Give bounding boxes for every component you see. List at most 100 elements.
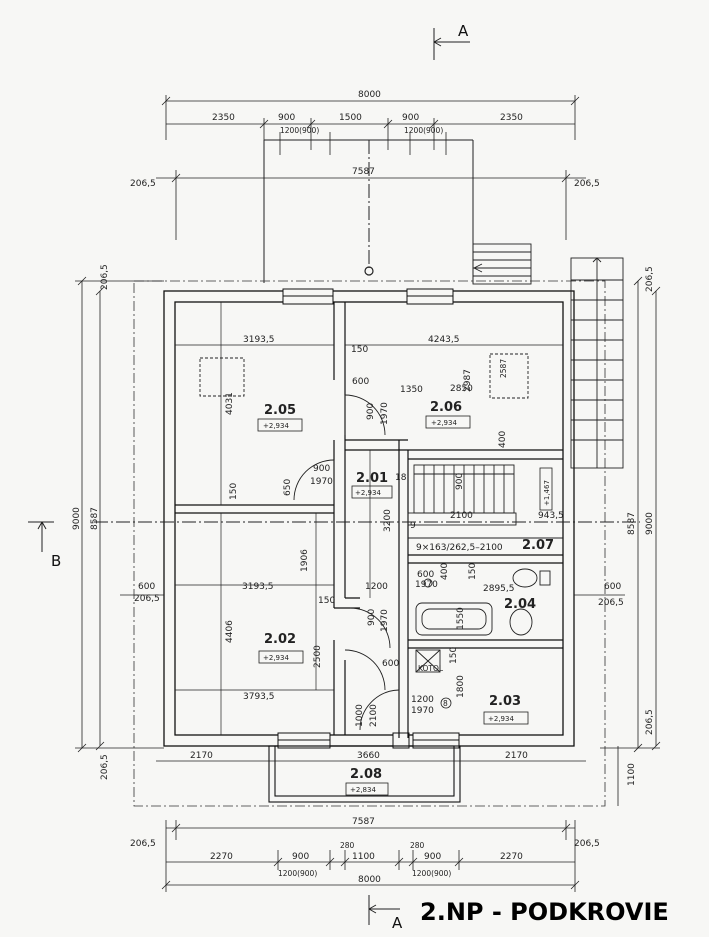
dim-bottom-900-right: 900 <box>424 852 441 862</box>
section-arrow-a-top <box>433 28 470 60</box>
exterior-stair-top <box>472 243 532 285</box>
dim-bottom-side-right: 206,5 <box>574 839 600 849</box>
dim-1550: 1550 <box>456 607 466 630</box>
dim-2987: 2987 <box>463 369 473 392</box>
dim-top-window-right: 1200(900) <box>404 126 443 135</box>
dim-top-2350-right: 2350 <box>500 113 523 123</box>
dim-right-600: 600 <box>604 582 621 592</box>
bottom-dimensions <box>156 760 586 892</box>
room-2-01-number: 2.01 <box>356 471 388 486</box>
dim-18: 18 <box>395 473 407 483</box>
dim-1800: 1800 <box>456 675 466 698</box>
dim-3793: 3793,5 <box>243 692 275 702</box>
bathroom-fixtures <box>415 568 551 673</box>
dim-400: 400 <box>498 431 508 448</box>
dim-2850: 2850 <box>450 384 473 394</box>
dim-1970-a: 1970 <box>380 402 390 425</box>
dim-943: 943,5 <box>538 511 564 521</box>
dim-bottom-2270-left: 2270 <box>210 852 233 862</box>
room-2-01-level: +2,934 <box>355 489 381 497</box>
dim-stairs: 9×163/262,5–2100 <box>416 543 503 553</box>
dim-right-9000: 9000 <box>645 512 655 535</box>
dim-right-206-top: 206,5 <box>645 266 655 292</box>
top-dimensions <box>156 95 586 240</box>
room-2-02-number: 2.02 <box>264 632 296 647</box>
dim-8: 8 <box>443 699 448 708</box>
dim-top-900-right: 900 <box>402 113 419 123</box>
dim-bottom-3660: 3660 <box>357 751 380 761</box>
dim-650: 650 <box>283 479 293 496</box>
dim-bottom-900-left: 900 <box>292 852 309 862</box>
dim-150-e: 150 <box>449 647 459 664</box>
plan-title: 2.NP - PODKROVIE <box>420 898 669 926</box>
dim-bottom-1100: 1100 <box>352 852 375 862</box>
dim-600-b: 600 <box>417 570 434 580</box>
section-point <box>364 266 374 276</box>
dim-4031: 4031 <box>225 392 235 415</box>
interior-stairs <box>407 464 563 539</box>
dim-bottom-2170-right: 2170 <box>505 751 528 761</box>
boiler-label: KOTOL <box>418 664 444 673</box>
dim-150-d: 150 <box>468 563 478 580</box>
dim-900-a: 900 <box>366 403 376 420</box>
dim-3200: 3200 <box>383 509 393 532</box>
dim-2500: 2500 <box>313 645 323 668</box>
room-2-05-number: 2.05 <box>264 403 296 418</box>
dim-left-9000: 9000 <box>72 507 82 530</box>
room-2-04-number: 2.04 <box>504 597 536 612</box>
exterior-walls <box>163 290 575 747</box>
dim-600-c: 600 <box>382 659 399 669</box>
room-2-02-level: +2,934 <box>263 654 289 662</box>
dim-2587: 2587 <box>499 359 508 378</box>
dim-1200-b: 1200 <box>411 695 434 705</box>
dim-1970-d: 1970 <box>380 609 390 632</box>
dim-bottom-window-left: 1200(900) <box>278 869 317 878</box>
dim-bottom-window-right: 1200(900) <box>412 869 451 878</box>
interior-walls <box>175 302 563 738</box>
dim-400-b: 400 <box>440 563 450 580</box>
dim-600-a: 600 <box>352 377 369 387</box>
room-2-08-number: 2.08 <box>350 767 382 782</box>
dim-top-900-left: 900 <box>278 113 295 123</box>
dim-900-d: 900 <box>367 609 377 626</box>
dim-150-c: 150 <box>318 596 335 606</box>
room-2-07-number: 2.07 <box>522 538 554 553</box>
section-arrow-a-bottom <box>368 895 400 925</box>
dim-left-600: 600 <box>138 582 155 592</box>
dim-left-8587: 8587 <box>90 507 100 530</box>
dim-left-206-mid: 206,5 <box>134 594 160 604</box>
dim-900-b: 900 <box>313 464 330 474</box>
room-2-06-number: 2.06 <box>430 400 462 415</box>
dim-1906: 1906 <box>300 549 310 572</box>
dim-bottom-280-right: 280 <box>410 841 425 850</box>
dim-top-overall: 8000 <box>358 90 381 100</box>
dim-bottom-280-left: 280 <box>340 841 355 850</box>
room-2-07-level: +1,467 <box>543 480 551 506</box>
dim-right-8587: 8587 <box>627 512 637 535</box>
dim-bottom-side-left: 206,5 <box>130 839 156 849</box>
dim-top-window-left: 1200(900) <box>280 126 319 135</box>
dim-1970-c: 1970 <box>415 580 438 590</box>
side-dimensions <box>75 276 661 806</box>
dim-bottom-inner: 7587 <box>352 817 375 827</box>
roof-dash-outline <box>133 280 606 807</box>
dim-150-b: 150 <box>229 483 239 500</box>
bottom-windows <box>277 732 460 749</box>
dim-1970-b: 1970 <box>310 477 333 487</box>
room-2-03-number: 2.03 <box>489 694 521 709</box>
room-2-06-level: +2,934 <box>431 419 457 427</box>
dim-2895: 2895,5 <box>483 584 515 594</box>
dim-bottom-2170-left: 2170 <box>190 751 213 761</box>
dim-left-206-bot: 206,5 <box>100 754 110 780</box>
room-2-03-level: +2,934 <box>488 715 514 723</box>
dim-4243: 4243,5 <box>428 335 460 345</box>
section-label-a-bottom: A <box>392 914 403 932</box>
dim-right-1100: 1100 <box>627 763 637 786</box>
dim-150-a: 150 <box>351 345 368 355</box>
dim-right-206-bot: 206,5 <box>645 709 655 735</box>
dim-3193-top: 3193,5 <box>243 335 275 345</box>
dim-2100-b: 2100 <box>369 704 379 727</box>
dim-2100-a: 2100 <box>450 511 473 521</box>
exterior-stair-right <box>570 257 624 469</box>
